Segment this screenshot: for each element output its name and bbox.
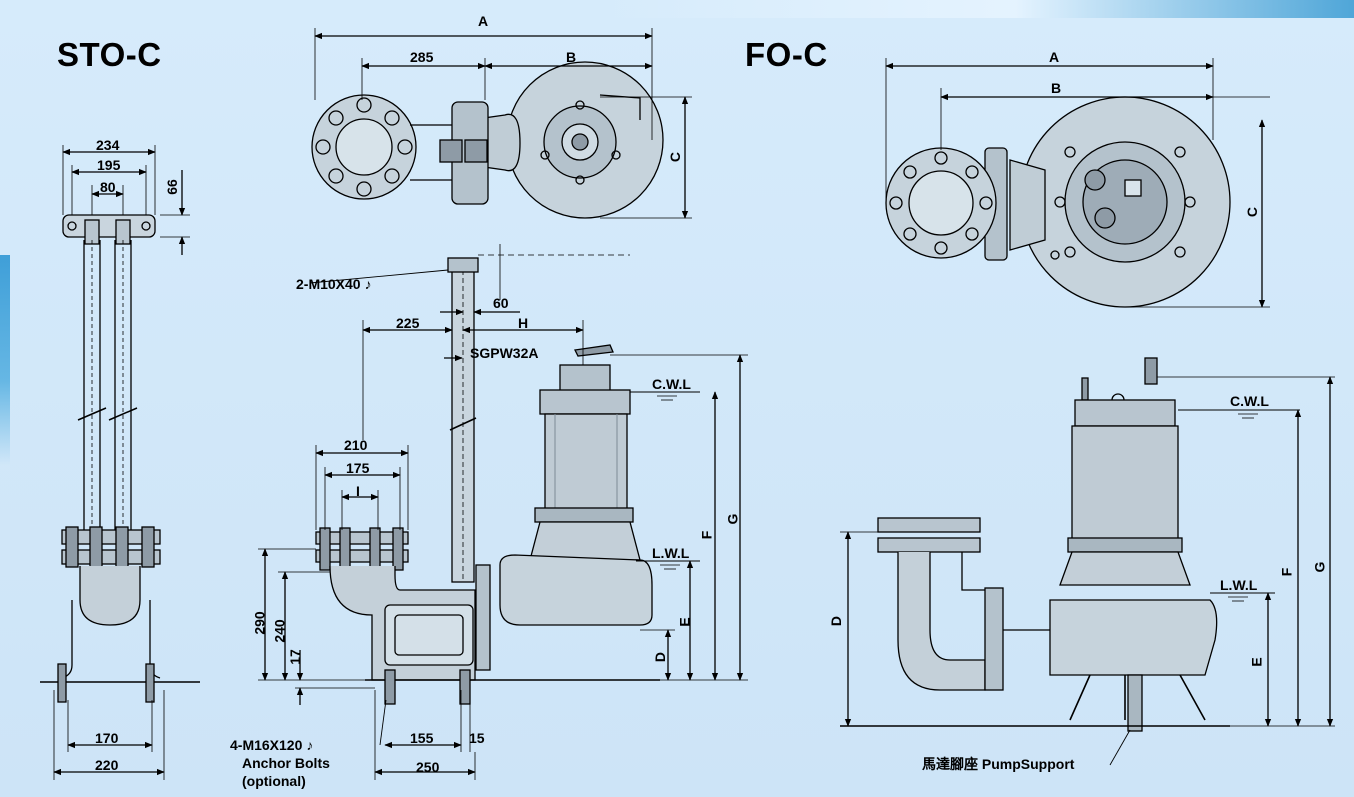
dim-label: F — [1278, 567, 1295, 577]
dim-label: G — [1311, 561, 1328, 573]
anchor-label: Anchor Bolts — [242, 755, 330, 771]
dim-label: 170 — [95, 730, 119, 746]
anchor-optional: (optional) — [242, 773, 306, 789]
dim-label: 285 — [410, 49, 434, 65]
sto-side-view — [40, 145, 200, 780]
fo-front-view — [840, 357, 1335, 766]
dim-label: 210 — [344, 437, 368, 453]
dim-label: 220 — [95, 757, 119, 773]
dim-label: B — [566, 49, 577, 65]
cwl-label: C.W.L — [652, 376, 691, 392]
dim-label: D — [828, 615, 845, 627]
decorative-edge — [0, 255, 10, 465]
fo-c-title: FO-C — [745, 36, 828, 73]
cwl-label: C.W.L — [1230, 393, 1269, 409]
lwl-label: L.W.L — [1220, 577, 1258, 593]
dim-label: E — [1248, 657, 1265, 667]
guide-note: SGPW32A — [470, 345, 539, 361]
dim-label: D — [652, 651, 669, 663]
pump-support-label: 馬達腳座 PumpSupport — [922, 756, 1075, 772]
dim-label: G — [724, 513, 741, 525]
dim-label: 17 — [286, 649, 303, 665]
dim-label: 15 — [469, 730, 485, 746]
dim-label: 155 — [410, 730, 434, 746]
dim-label: B — [1051, 80, 1062, 96]
dim-label: A — [478, 13, 489, 29]
dim-label: 240 — [271, 619, 288, 643]
sto-top-view — [311, 28, 692, 219]
dim-label: 195 — [97, 157, 121, 173]
dim-label: E — [676, 617, 693, 627]
dim-label: 175 — [346, 460, 370, 476]
lwl-label: L.W.L — [652, 545, 690, 561]
dim-label: 225 — [396, 315, 420, 331]
dim-label: 80 — [100, 179, 116, 195]
fo-top-view — [885, 58, 1270, 308]
sto-front-view — [258, 244, 748, 780]
dim-label: H — [518, 315, 529, 331]
dim-label: 66 — [163, 179, 180, 195]
decorative-banner — [600, 0, 1354, 18]
dim-label: I — [356, 483, 360, 499]
dim-label: 234 — [96, 137, 120, 153]
dim-label: 250 — [416, 759, 440, 775]
dim-label: C — [1244, 206, 1261, 218]
dim-label: 60 — [493, 295, 509, 311]
anchor-note: 4-M16X120 ♪ — [230, 737, 314, 753]
dim-label: C — [667, 151, 684, 163]
bolt-note: 2-M10X40 ♪ — [296, 276, 372, 292]
dim-label: 290 — [251, 611, 268, 635]
dim-label: F — [698, 530, 715, 540]
sto-c-title: STO-C — [57, 36, 162, 73]
dim-label: A — [1049, 49, 1060, 65]
